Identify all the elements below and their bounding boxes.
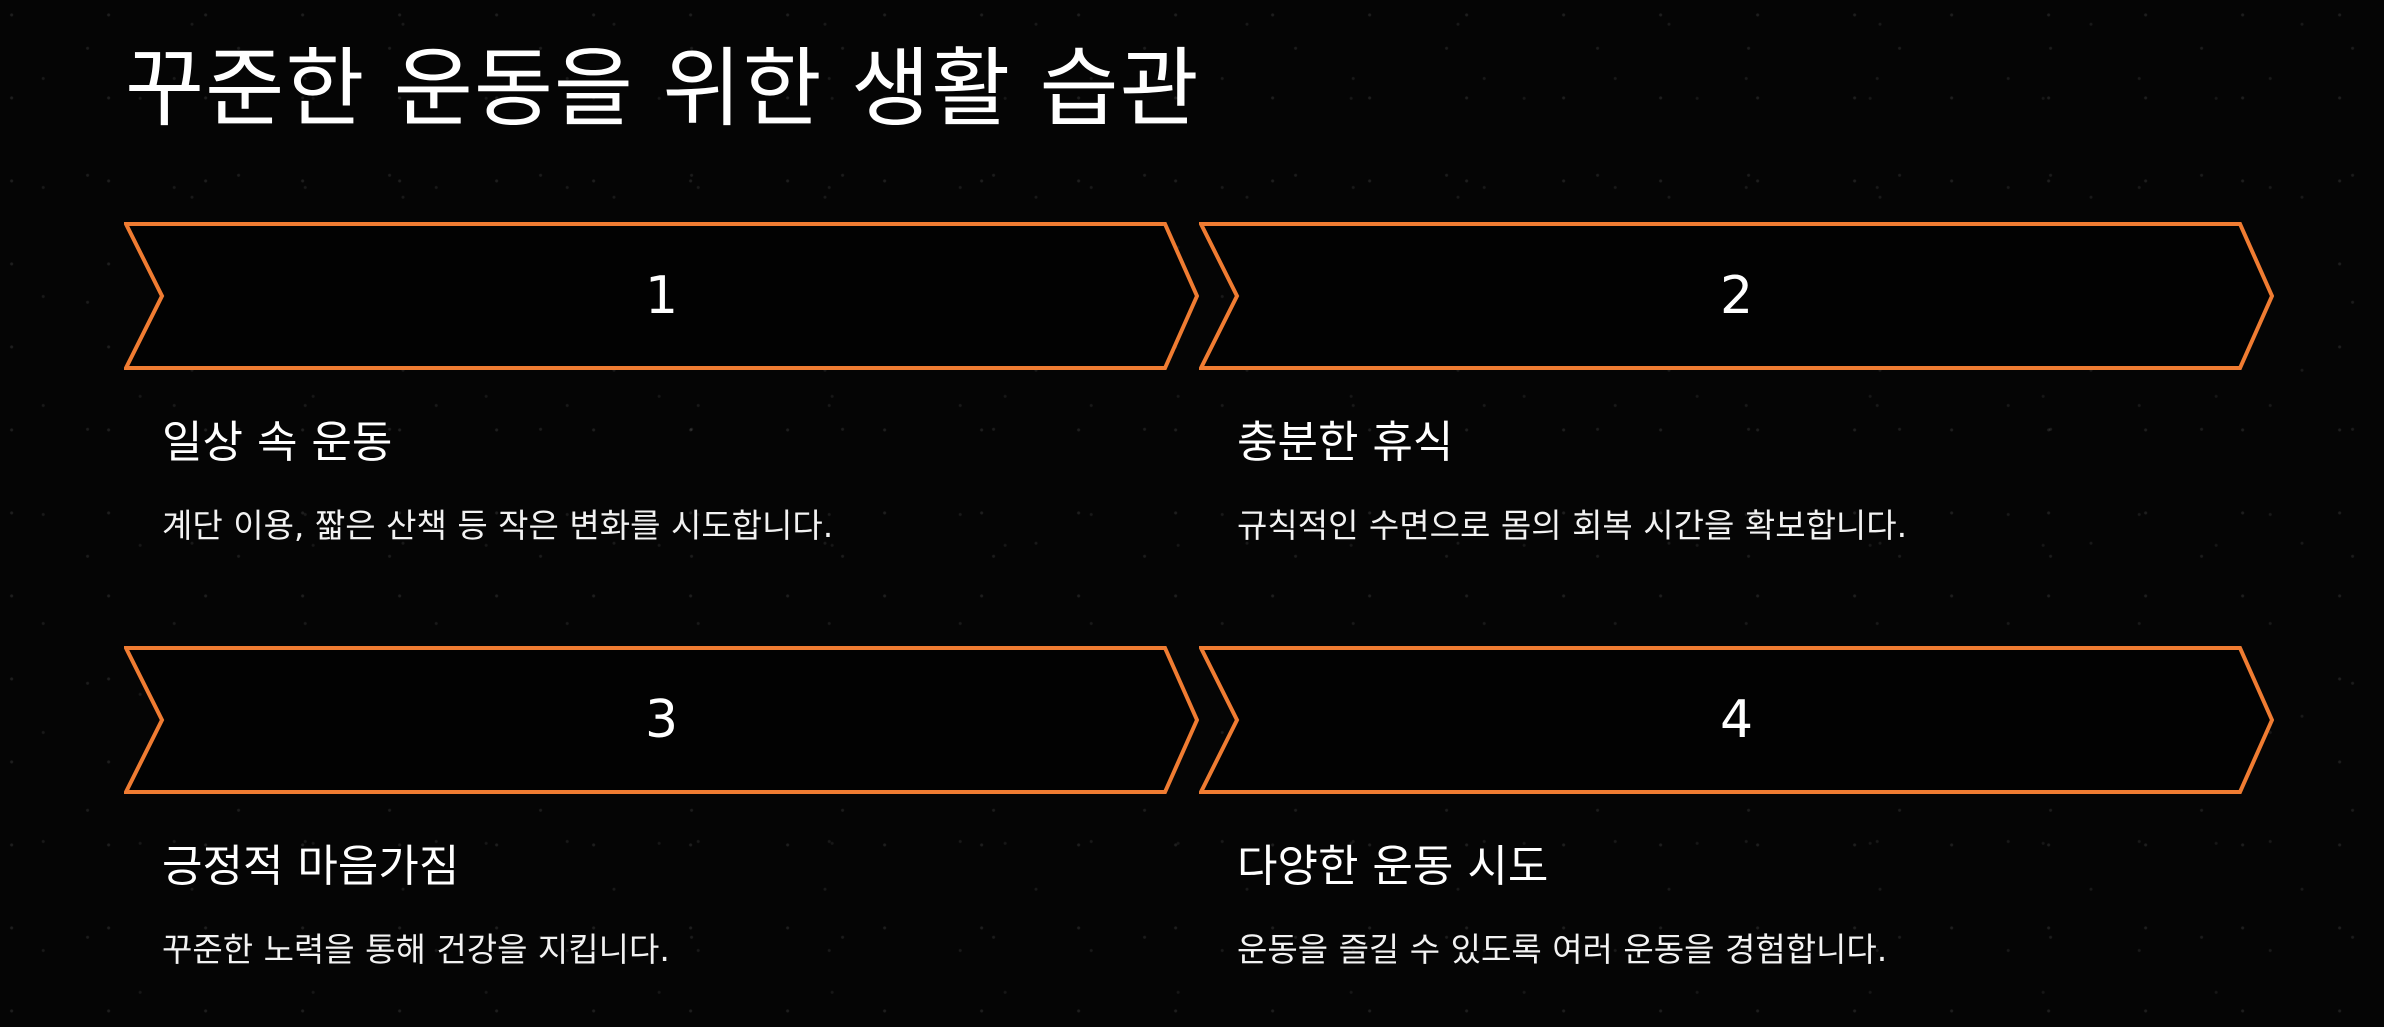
step-description-4: 운동을 즐길 수 있도록 여러 운동을 경험합니다. [1237, 930, 1888, 969]
step-chevron-4: 4 [1199, 646, 2274, 794]
step-heading-2: 충분한 휴식 [1237, 417, 1454, 468]
chevron-arrow-shape [1199, 222, 2274, 370]
step-number-4: 4 [1719, 690, 1754, 750]
step-number-1: 1 [644, 266, 679, 326]
step-chevron-2: 2 [1199, 222, 2274, 370]
step-number-3: 3 [644, 690, 679, 750]
step-description-3: 꾸준한 노력을 통해 건강을 지킵니다. [162, 930, 670, 969]
chevron-arrow-shape [124, 222, 1199, 370]
step-number-2: 2 [1719, 266, 1754, 326]
step-heading-1: 일상 속 운동 [162, 417, 393, 468]
step-card-4: 4 다양한 운동 시도 운동을 즐길 수 있도록 여러 운동을 경험합니다. [1199, 646, 2274, 1027]
step-chevron-1: 1 [124, 222, 1199, 370]
chevron-arrow-shape [1199, 646, 2274, 794]
step-card-2: 2 충분한 휴식 규칙적인 수면으로 몸의 회복 시간을 확보합니다. [1199, 222, 2274, 632]
step-description-2: 규칙적인 수면으로 몸의 회복 시간을 확보합니다. [1237, 506, 1908, 545]
step-heading-4: 다양한 운동 시도 [1237, 841, 1549, 892]
slide-title: 꾸준한 운동을 위한 생활 습관 [125, 39, 1200, 139]
step-card-1: 1 일상 속 운동 계단 이용, 짧은 산책 등 작은 변화를 시도합니다. [124, 222, 1199, 632]
step-card-3: 3 긍정적 마음가짐 꾸준한 노력을 통해 건강을 지킵니다. [124, 646, 1199, 1027]
step-chevron-3: 3 [124, 646, 1199, 794]
chevron-arrow-shape [124, 646, 1199, 794]
step-heading-3: 긍정적 마음가짐 [162, 841, 460, 892]
step-description-1: 계단 이용, 짧은 산책 등 작은 변화를 시도합니다. [162, 506, 834, 545]
